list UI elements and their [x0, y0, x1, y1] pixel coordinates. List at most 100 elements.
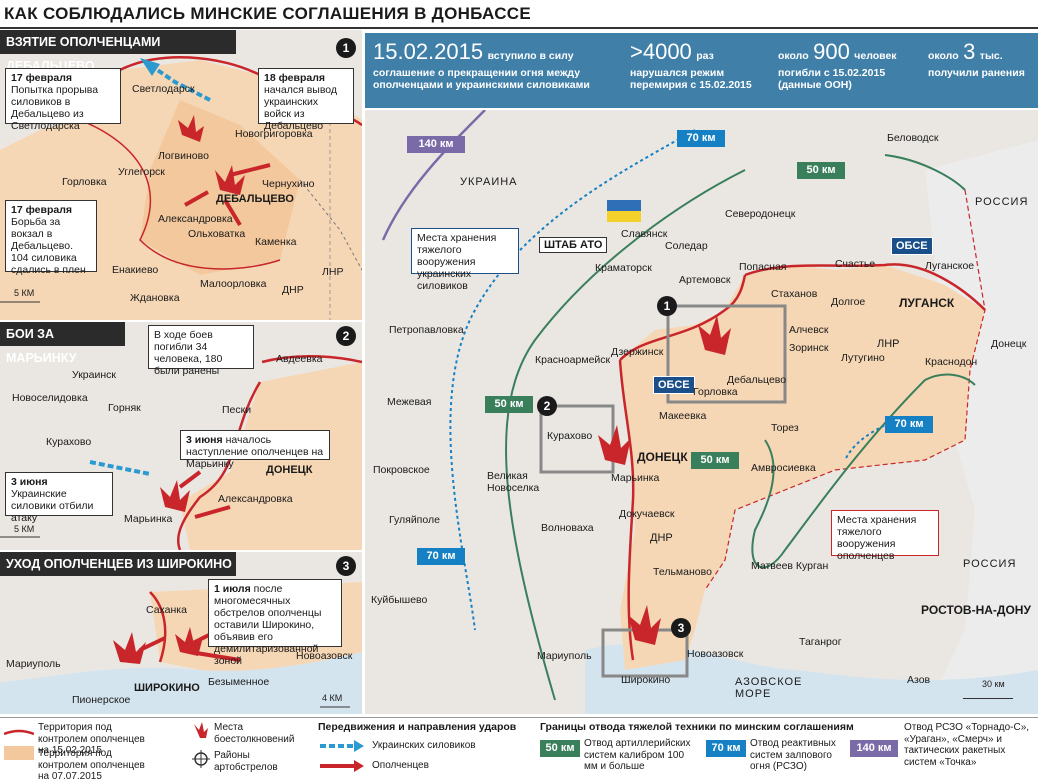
town-label: Ждановка — [130, 292, 180, 304]
town-label: Гуляйполе — [389, 514, 440, 526]
panel2-number: 2 — [336, 326, 356, 346]
town-label: Пески — [222, 404, 252, 416]
panel2-header: БОИ ЗА МАРЬИНКУ — [0, 322, 125, 365]
stat-date-text-2: соглашение о прекращении огня между опол… — [373, 67, 590, 91]
town-label: Углегорск — [118, 166, 165, 178]
town-label: Курахово — [547, 430, 593, 442]
town-label: Донецк — [991, 338, 1027, 350]
town-label: Пионерское — [72, 694, 131, 706]
stat-violations: >4000 раз нарушался режим перемирия с 15… — [630, 39, 765, 91]
stat-wounded-value: 3 — [963, 39, 976, 64]
battle-icon — [160, 480, 190, 512]
stat-killed-text: погибли с 15.02.2015 (данные ООН) — [778, 67, 886, 91]
town-label: Дзержинск — [611, 346, 664, 358]
legend-movements-title: Передвижения и направления ударов — [318, 721, 517, 733]
map-marker-1: 1 — [657, 296, 677, 316]
stat-wounded: около 3 тыс. получили ранения — [928, 39, 1033, 79]
page-title: КАК СОБЛЮДАЛИСЬ МИНСКИЕ СОГЛАШЕНИЯ В ДОН… — [4, 4, 531, 23]
obse-flag: ОБСЕ — [653, 376, 695, 394]
town-label: Попасная — [739, 261, 787, 273]
panel1-box-a: 17 февраля Попытка прорыва силовиков в Д… — [5, 68, 121, 132]
town-label: Покровское — [373, 464, 430, 476]
legend-territory-1: Территория под контролем ополченцев на 1… — [38, 722, 145, 756]
panel1-number: 1 — [336, 38, 356, 58]
town-label: Великая Новоселка — [487, 470, 540, 494]
town-label: Безыменное — [208, 676, 270, 688]
dnr-storage-text: Места хранения тяжелого вооружения ополч… — [837, 514, 917, 562]
town-label: Матвеев Курган — [751, 560, 829, 572]
panel-shirokino: УХОД ОПОЛЧЕНЦЕВ ИЗ ШИРОКИНО 3 1 июля пос… — [0, 552, 362, 714]
stat-killed-unit: человек — [854, 50, 897, 62]
town-label: Стаханов — [771, 288, 818, 300]
panel3-box-a-text: после многомесячных обстрелов ополченцы … — [214, 583, 322, 667]
main-map-svg — [381, 110, 1038, 714]
region-label: ДНР — [650, 532, 673, 544]
panel3-title: УХОД ОПОЛЧЕНЦЕВ ИЗ ШИРОКИНО — [6, 557, 232, 571]
panel1-box-a-date: 17 февраля — [11, 72, 72, 84]
panel2-box-a-text: В ходе боев погибли 34 человека, 180 был… — [154, 329, 223, 377]
map-marker-2: 2 — [537, 396, 557, 416]
city-label-bold: ЛУГАНСК — [899, 296, 955, 310]
town-label: Макеевка — [659, 410, 707, 422]
panel2-box-b: 3 июня началось наступление ополченцев н… — [180, 430, 330, 470]
region-label: ДНР — [282, 284, 304, 296]
town-label: Петропавловка — [389, 324, 464, 336]
town-label: Горловка — [693, 386, 738, 398]
panel1-box-a-text: Попытка прорыва силовиков в Дебальцево и… — [11, 84, 99, 132]
town-label: Широкино — [621, 674, 671, 686]
stat-violations-text: нарушался режим перемирия с 15.02.2015 — [630, 67, 752, 91]
region-label: ЛНР — [322, 266, 344, 278]
badge-140km: 140 км — [407, 136, 465, 153]
legend-badge-140km: 140 км — [850, 740, 898, 757]
battle-icon — [113, 627, 203, 664]
country-label: РОССИЯ — [975, 196, 1029, 208]
panel2-box-b-date: 3 июня — [186, 434, 223, 446]
town-label: Украинск — [72, 369, 116, 381]
panel-marinka: БОИ ЗА МАРЬИНКУ 2 В ходе боев погибли 34… — [0, 322, 362, 550]
stat-date: 15.02.2015 вступило в силу соглашение о … — [373, 39, 618, 91]
panel3-scale: 4 КМ — [322, 693, 343, 703]
town-label: Азов — [907, 674, 931, 686]
legend-70km: Отвод реактивных систем залпового огня (… — [750, 738, 836, 772]
legend-battle-icon — [194, 722, 208, 738]
panel2-box-c: 3 июня Украинские силовики отбили атаку — [5, 472, 113, 524]
stat-violations-unit: раз — [696, 50, 714, 62]
town-label: Александровка — [218, 493, 293, 505]
badge-50km: 50 км — [485, 396, 533, 413]
panel2-scale: 5 КМ — [14, 524, 35, 534]
town-label-bold: ШИРОКИНО — [134, 682, 200, 694]
town-label: Амвросиевка — [751, 462, 816, 474]
town-label: Енакиево — [112, 264, 159, 276]
stat-wounded-text: получили ранения — [928, 67, 1025, 79]
panel3-number: 3 — [336, 556, 356, 576]
town-label: Мариуполь — [6, 658, 61, 670]
panel1-scale: 5 КМ — [14, 288, 35, 298]
panel2-box-c-text: Украинские силовики отбили атаку — [11, 488, 94, 524]
dnr-storage-box: Места хранения тяжелого вооружения ополч… — [831, 510, 939, 562]
legend-140km: Отвод РСЗО «Торнадо-С», «Ураган», «Смерч… — [904, 722, 1030, 768]
main-map: 140 км 70 км 50 км 50 км 70 км 50 км 70 … — [365, 110, 1038, 714]
stat-wounded-unit: тыс. — [979, 50, 1003, 62]
battle-icon — [598, 315, 731, 645]
legend-dnr-movements: Ополченцев — [372, 760, 429, 771]
town-label: Новоазовск — [687, 648, 744, 660]
badge-70km: 70 км — [677, 130, 725, 147]
town-label: Долгое — [831, 296, 866, 308]
town-label: Дебальцево — [727, 374, 787, 386]
town-label: Чернухино — [262, 178, 315, 190]
town-label: Новоазовск — [296, 650, 353, 662]
town-label: Краматорск — [595, 262, 652, 274]
ukraine-flag — [607, 200, 641, 222]
town-label-bold: ДОНЕЦК — [266, 464, 313, 476]
town-label: Горловка — [62, 176, 107, 188]
panel2-box-b-text: началось наступление ополченцев на Марьи… — [186, 434, 324, 470]
stat-killed-value: 900 — [813, 39, 850, 64]
panel2-box-a: В ходе боев погибли 34 человека, 180 был… — [148, 325, 254, 377]
page-title-bar: КАК СОБЛЮДАЛИСЬ МИНСКИЕ СОГЛАШЕНИЯ В ДОН… — [0, 0, 1038, 29]
panel1-box-c-date: 17 февраля — [11, 204, 72, 216]
town-label: Ольховатка — [188, 228, 246, 240]
legend-swatch-territory — [4, 729, 34, 760]
hq-ato-label: ШТАБ АТО — [539, 237, 608, 253]
town-label: Малоорловка — [200, 278, 267, 290]
panel1-box-c: 17 февраля Борьба за вокзал в Дебальцево… — [5, 200, 97, 276]
